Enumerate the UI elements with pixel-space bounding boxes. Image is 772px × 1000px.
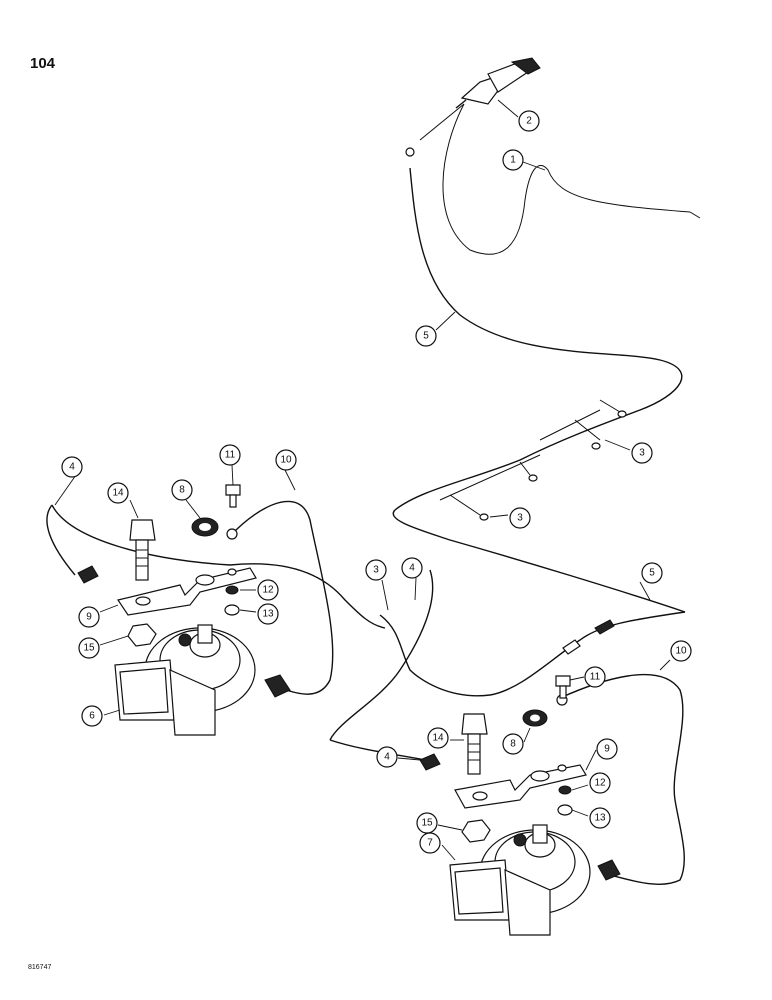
svg-text:14: 14 <box>112 488 124 499</box>
callout-8a: 8 <box>171 479 193 501</box>
figure-code: 816747 <box>28 964 52 971</box>
svg-text:8: 8 <box>510 739 516 750</box>
horn-right <box>449 824 591 936</box>
branch-leads-mid <box>439 454 541 521</box>
svg-text:12: 12 <box>262 585 274 596</box>
svg-text:8: 8 <box>179 485 185 496</box>
horn-switch <box>455 57 541 109</box>
svg-text:10: 10 <box>280 455 292 466</box>
callout-4c: 4 <box>376 746 398 768</box>
callout-13b: 13 <box>589 807 611 829</box>
svg-text:4: 4 <box>384 752 390 763</box>
svg-text:5: 5 <box>423 331 429 342</box>
main-harness-lower <box>379 611 686 697</box>
callout-2: 2 <box>518 110 540 132</box>
svg-text:15: 15 <box>83 643 95 654</box>
branch-leads-upper <box>539 399 627 450</box>
callout-1: 1 <box>502 149 524 171</box>
callout-14a: 14 <box>107 482 129 504</box>
callout-9a: 9 <box>78 606 100 628</box>
svg-text:2: 2 <box>526 116 532 127</box>
svg-text:9: 9 <box>604 744 610 755</box>
callout-3a: 3 <box>631 442 653 464</box>
page-number: 104 <box>30 55 56 72</box>
leader-lines <box>54 99 671 861</box>
callout-15b: 15 <box>416 812 438 834</box>
svg-text:15: 15 <box>421 818 433 829</box>
svg-text:11: 11 <box>225 450 236 461</box>
callout-7: 7 <box>419 832 441 854</box>
callout-4a: 4 <box>61 456 83 478</box>
svg-text:3: 3 <box>373 565 379 576</box>
callout-14b: 14 <box>427 727 449 749</box>
bracket-right <box>454 764 587 809</box>
callout-8b: 8 <box>502 733 524 755</box>
callout-10b: 10 <box>670 640 692 662</box>
horn-left <box>114 624 256 736</box>
svg-text:10: 10 <box>675 646 687 657</box>
svg-text:7: 7 <box>427 838 433 849</box>
bolt-right <box>461 713 488 775</box>
svg-text:9: 9 <box>86 612 92 623</box>
callout-3b: 3 <box>509 507 531 529</box>
svg-text:13: 13 <box>262 609 274 620</box>
callout-4b: 4 <box>401 557 423 579</box>
svg-text:4: 4 <box>409 563 415 574</box>
callout-5b: 5 <box>641 562 663 584</box>
callout-11b: 11 <box>584 666 606 688</box>
callout-9b: 9 <box>596 738 618 760</box>
main-harness-upper <box>392 167 686 613</box>
svg-text:14: 14 <box>432 733 444 744</box>
callout-5a: 5 <box>415 325 437 347</box>
svg-text:5: 5 <box>649 568 655 579</box>
svg-text:4: 4 <box>69 462 75 473</box>
callout-11a: 11 <box>219 444 241 466</box>
callout-6: 6 <box>81 705 103 727</box>
callout-3c: 3 <box>365 559 387 581</box>
bolt-left <box>129 519 156 581</box>
callout-12a: 12 <box>257 579 279 601</box>
svg-text:13: 13 <box>594 813 606 824</box>
svg-text:12: 12 <box>594 778 606 789</box>
bracket-left <box>117 567 257 616</box>
callout-12b: 12 <box>589 772 611 794</box>
switch-wire <box>442 103 691 255</box>
callout-15a: 15 <box>78 637 100 659</box>
callout-10a: 10 <box>275 449 297 471</box>
svg-text:3: 3 <box>639 448 645 459</box>
svg-text:6: 6 <box>89 711 95 722</box>
callout-13a: 13 <box>257 603 279 625</box>
svg-text:3: 3 <box>517 513 523 524</box>
svg-text:11: 11 <box>590 672 601 683</box>
svg-text:1: 1 <box>510 155 516 166</box>
